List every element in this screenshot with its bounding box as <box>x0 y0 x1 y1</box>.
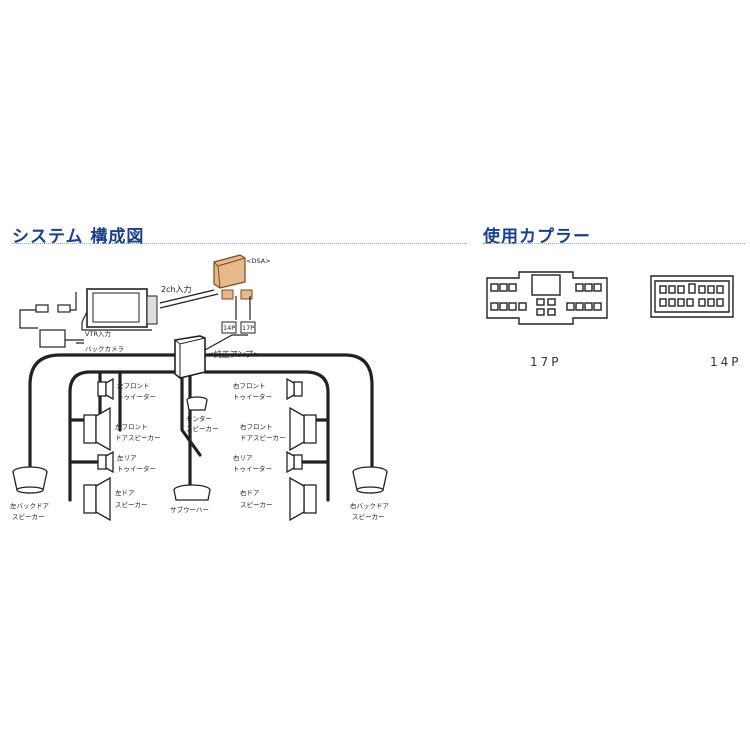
speaker-left-front-door <box>83 406 111 452</box>
left-front-tweeter-1: 左フロント <box>117 381 150 390</box>
right-front-tweeter-2: トゥイーター <box>233 392 272 401</box>
coupler-title: 使用カプラー <box>483 227 591 247</box>
title-underline <box>12 243 467 244</box>
speaker-right-rear-tweeter <box>286 450 303 474</box>
right-front-door-1: 右フロント <box>240 422 273 431</box>
left-front-door-2: ドアスピーカー <box>115 434 161 442</box>
center-1: センター <box>186 414 212 423</box>
center-2: スピーカー <box>186 425 219 433</box>
back-camera <box>19 292 84 348</box>
speaker-left-front-tweeter <box>97 377 114 401</box>
left-front-tweeter-2: トゥイーター <box>117 392 156 401</box>
left-door-2: スピーカー <box>115 501 148 509</box>
speaker-left-rear-tweeter <box>97 450 114 474</box>
right-back-door-2: スピーカー <box>352 513 385 521</box>
left-front-door-1: 左フロント <box>115 422 148 431</box>
right-front-door-2: ドアスピーカー <box>240 434 286 442</box>
left-rear-tweeter-1: 左リア <box>117 453 137 462</box>
coupler-underline <box>483 243 745 244</box>
left-door-1: 左ドア <box>115 488 135 497</box>
coupler-14p-label: 14P <box>710 355 742 369</box>
right-door-2: スピーカー <box>240 501 273 509</box>
tag-connectors <box>221 321 256 334</box>
speaker-right-door <box>289 476 317 522</box>
coupler-17p-label: 17P <box>530 355 562 369</box>
right-door-1: 右ドア <box>240 488 260 497</box>
speaker-subwoofer <box>173 484 211 501</box>
input-2ch-label: 2ch入力 <box>161 284 192 294</box>
right-back-door-1: 右バックドア <box>350 501 390 510</box>
vtr-input-label: VTR入力 <box>85 329 111 338</box>
left-back-door-1: 左バックドア <box>10 501 50 510</box>
back-camera-label: バックカメラ <box>85 345 124 353</box>
system-diagram-title: システム 構成図 <box>12 227 145 247</box>
right-rear-tweeter-2: トゥイーター <box>233 464 272 473</box>
amp-label: <純正アンプ> <box>207 349 260 359</box>
left-rear-tweeter-2: トゥイーター <box>117 464 156 473</box>
speaker-right-front-tweeter <box>286 377 303 401</box>
coupler-17p <box>486 271 608 325</box>
speaker-left-back-door <box>12 466 48 494</box>
speaker-right-front-door <box>289 406 317 452</box>
tag-14p: 14P <box>223 324 235 332</box>
right-front-tweeter-1: 右フロント <box>233 381 266 390</box>
coupler-14p <box>650 275 734 318</box>
head-unit <box>81 288 158 331</box>
factory-amp <box>174 334 248 379</box>
tag-17p: 17P <box>242 324 254 332</box>
dsa-unit <box>159 254 253 320</box>
speaker-right-back-door <box>352 466 388 494</box>
subwoofer-label: サブウーハー <box>170 505 209 514</box>
dsa-label: <DSA> <box>246 257 271 265</box>
left-back-door-2: スピーカー <box>12 513 45 521</box>
right-rear-tweeter-1: 右リア <box>233 453 253 462</box>
speaker-left-door <box>83 476 111 522</box>
speaker-center <box>186 396 208 411</box>
